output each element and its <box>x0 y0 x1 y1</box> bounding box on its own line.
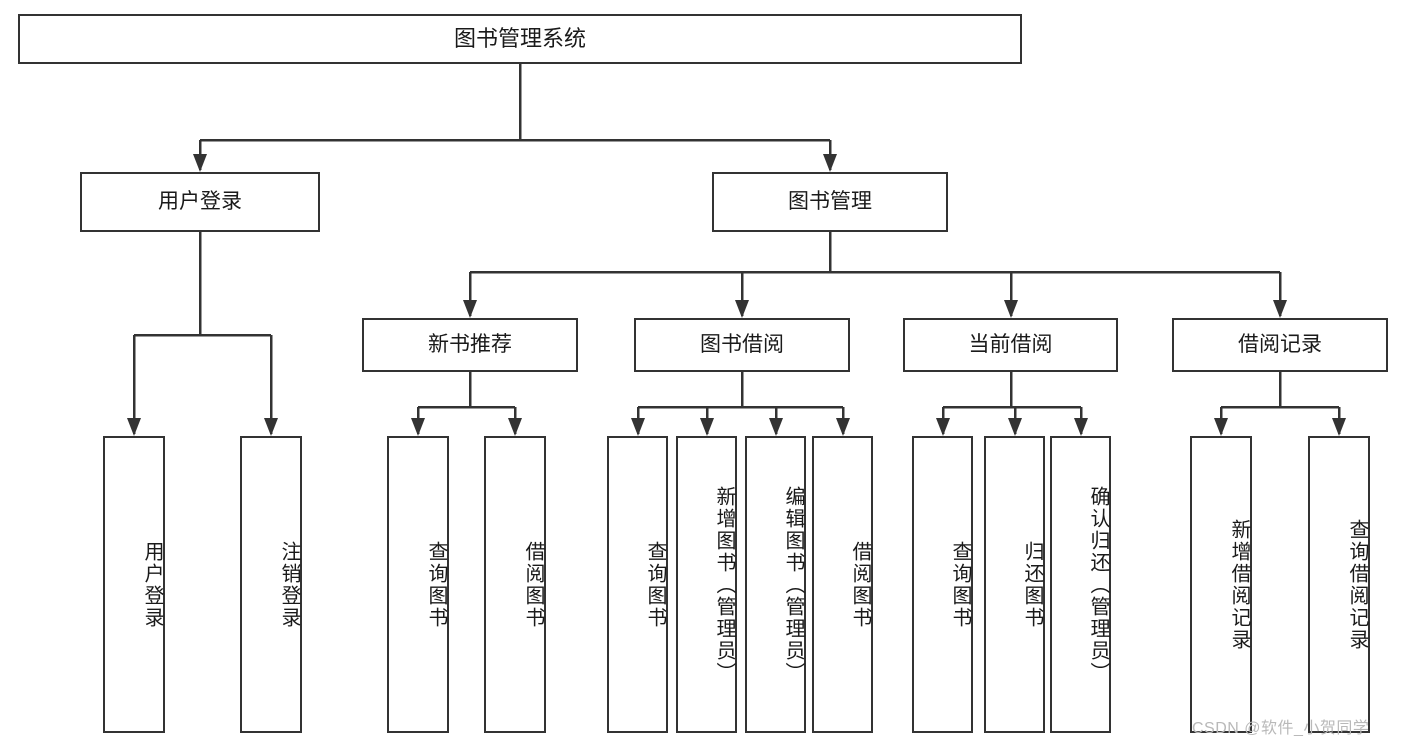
node-label: 图书借阅 <box>700 332 784 356</box>
arrowhead-icon <box>1008 418 1022 436</box>
node-l1[interactable]: 用户登录 <box>103 436 165 733</box>
node-l10[interactable]: 归还图书 <box>984 436 1045 733</box>
node-label: 图书管理 <box>788 189 872 213</box>
node-label: 归还图书 <box>1021 540 1043 629</box>
arrowhead-icon <box>1004 300 1018 318</box>
arrowhead-icon <box>631 418 645 436</box>
arrowhead-icon <box>193 154 207 172</box>
node-label: 新增图书（管理员） <box>713 485 735 684</box>
node-l5[interactable]: 查询图书 <box>607 436 668 733</box>
node-label: 查询借阅记录 <box>1346 518 1368 651</box>
arrowhead-icon <box>1214 418 1228 436</box>
node-l13[interactable]: 查询借阅记录 <box>1308 436 1370 733</box>
node-label: 编辑图书（管理员） <box>782 485 804 684</box>
node-label: 查询图书 <box>949 540 971 629</box>
watermark: CSDN @软件_小贺同学 <box>1192 720 1370 737</box>
node-records[interactable]: 借阅记录 <box>1172 318 1388 372</box>
node-label: 借阅记录 <box>1238 332 1322 356</box>
node-l12[interactable]: 新增借阅记录 <box>1190 436 1252 733</box>
arrowhead-icon <box>1074 418 1088 436</box>
node-l4[interactable]: 借阅图书 <box>484 436 546 733</box>
node-label: 借阅图书 <box>522 540 544 629</box>
node-label: 用户登录 <box>158 189 242 213</box>
node-l7[interactable]: 编辑图书（管理员） <box>745 436 806 733</box>
arrowhead-icon <box>411 418 425 436</box>
node-label: 注销登录 <box>278 540 300 629</box>
node-label: 当前借阅 <box>968 332 1053 356</box>
arrowhead-icon <box>264 418 278 436</box>
arrowhead-icon <box>1273 300 1287 318</box>
arrowhead-icon <box>127 418 141 436</box>
arrowhead-icon <box>463 300 477 318</box>
arrowhead-icon <box>769 418 783 436</box>
node-l8[interactable]: 借阅图书 <box>812 436 873 733</box>
node-root[interactable]: 图书管理系统 <box>18 14 1022 64</box>
node-label: 借阅图书 <box>849 540 871 629</box>
node-label: 新书推荐 <box>428 332 512 356</box>
arrowhead-icon <box>936 418 950 436</box>
arrowhead-icon <box>508 418 522 436</box>
node-l11[interactable]: 确认归还（管理员） <box>1050 436 1111 733</box>
arrowhead-icon <box>836 418 850 436</box>
node-bookmgr[interactable]: 图书管理 <box>712 172 948 232</box>
node-current[interactable]: 当前借阅 <box>903 318 1118 372</box>
node-l9[interactable]: 查询图书 <box>912 436 973 733</box>
arrowhead-icon <box>700 418 714 436</box>
node-borrow[interactable]: 图书借阅 <box>634 318 850 372</box>
node-label: 查询图书 <box>644 540 666 629</box>
arrowhead-icon <box>1332 418 1346 436</box>
node-newbook[interactable]: 新书推荐 <box>362 318 578 372</box>
node-l2[interactable]: 注销登录 <box>240 436 302 733</box>
node-label: 用户登录 <box>141 540 163 629</box>
arrowhead-icon <box>823 154 837 172</box>
node-l3[interactable]: 查询图书 <box>387 436 449 733</box>
node-label: 确认归还（管理员） <box>1087 485 1109 684</box>
node-label: 查询图书 <box>425 540 447 629</box>
arrowhead-icon <box>735 300 749 318</box>
node-label: 图书管理系统 <box>453 26 586 52</box>
node-login[interactable]: 用户登录 <box>80 172 320 232</box>
node-label: 新增借阅记录 <box>1228 518 1250 651</box>
node-l6[interactable]: 新增图书（管理员） <box>676 436 737 733</box>
